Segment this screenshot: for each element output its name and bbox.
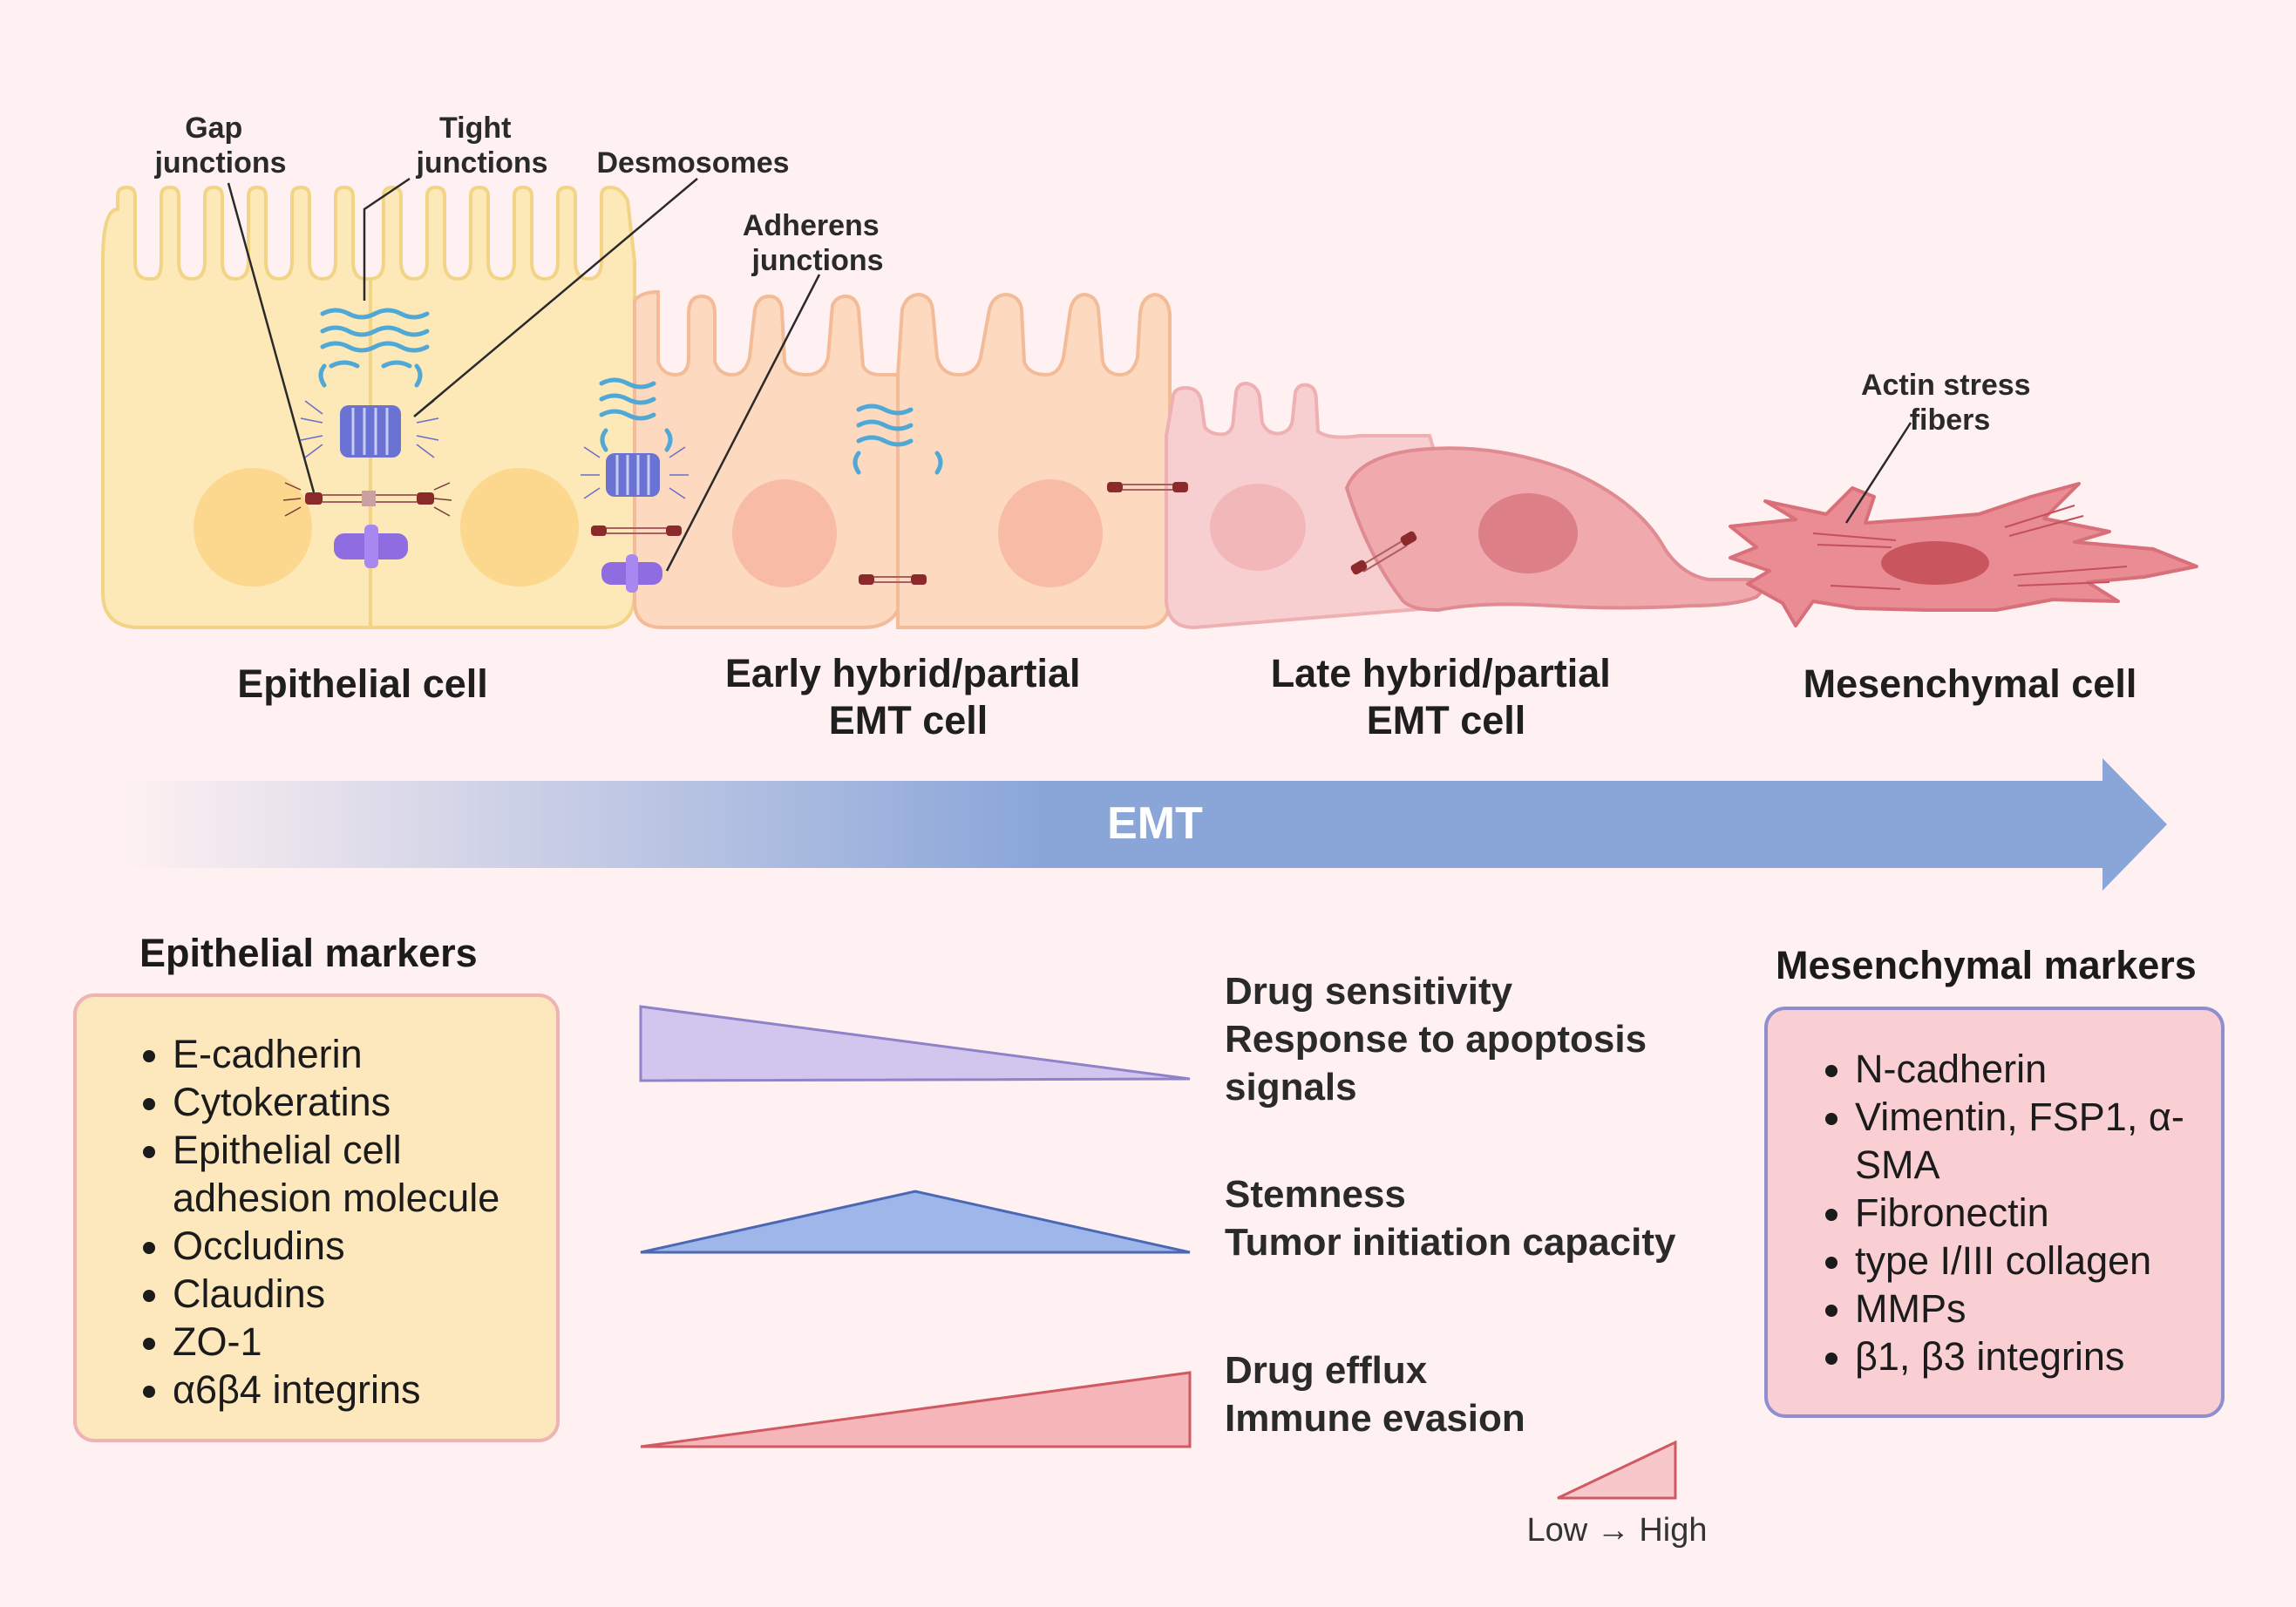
adherens-leader — [665, 274, 821, 572]
leader-lines — [227, 177, 1912, 572]
trend-decreasing-shape — [639, 1005, 1191, 1082]
emt-arrow-label: EMT — [1107, 798, 1203, 849]
desmosome-leader — [413, 178, 698, 417]
trend-increasing-shape — [640, 1371, 1192, 1448]
trend-increasing-label: Drug efflux Immune evasion — [1225, 1346, 1525, 1442]
gap-junction-icon — [859, 574, 927, 585]
early-hybrid-cell-right — [896, 292, 1172, 629]
trend-text-line: Tumor initiation capacity — [1225, 1221, 1676, 1264]
marker-item: Fibronectin — [1855, 1189, 2204, 1237]
trend-text-line: Drug efflux — [1225, 1349, 1428, 1392]
actin-leader — [1844, 422, 1912, 524]
legend-triangle-icon — [1557, 1440, 1677, 1500]
adherens-junction-icon — [601, 554, 662, 593]
epithelial-markers-heading: Epithelial markers — [139, 931, 478, 975]
desmosome-icon — [300, 400, 439, 458]
marker-item: MMPs — [1855, 1285, 2204, 1332]
marker-item: ZO-1 — [173, 1318, 539, 1366]
tight-junction-icon — [853, 403, 943, 475]
marker-item: Occludins — [173, 1222, 539, 1270]
actin-stress-fibers-label: Actin stress fibers — [1861, 369, 2039, 437]
marker-item: β1, β3 integrins — [1855, 1332, 2204, 1380]
desmosome-icon — [581, 446, 689, 499]
tight-junctions-label: Tight junctions — [415, 112, 547, 180]
nucleus — [460, 468, 579, 587]
tight-junction-leader — [363, 177, 411, 301]
trend-peak-shape — [640, 1190, 1191, 1254]
epithelial-cells — [101, 185, 636, 629]
marker-item: Claudins — [173, 1270, 539, 1318]
gap-junction-icon — [1350, 531, 1417, 575]
nucleus — [194, 468, 312, 587]
trend-text-line: Stemness — [1225, 1173, 1406, 1216]
epithelial-markers-box: E-cadherinCytokeratinsEpithelial cell ad… — [73, 993, 560, 1442]
nucleus — [732, 479, 837, 587]
trend-text-line: signals — [1225, 1066, 1357, 1109]
mesenchymal-cell — [1729, 482, 2198, 627]
stage-epithelial-label: Epithelial cell — [237, 661, 488, 706]
marker-item: type I/III collagen — [1855, 1237, 2204, 1285]
gap-junction-icon — [1107, 482, 1188, 492]
gap-junction-leader — [227, 182, 316, 493]
marker-item: Cytokeratins — [173, 1078, 539, 1126]
trend-peak-label: Stemness Tumor initiation capacity — [1225, 1170, 1675, 1266]
nucleus — [1478, 493, 1578, 573]
adherens-junction-icon — [334, 525, 408, 568]
emt-arrow — [118, 758, 2167, 891]
mesenchymal-markers-list: N-cadherinVimentin, FSP1, α-SMAFibronect… — [1785, 1045, 2204, 1380]
stage-early-hybrid-label: Early hybrid/partial EMT cell — [725, 651, 1091, 742]
trend-text-line: Immune evasion — [1225, 1397, 1525, 1440]
nucleus — [998, 479, 1103, 587]
mesenchymal-markers-box: N-cadherinVimentin, FSP1, α-SMAFibronect… — [1764, 1007, 2225, 1418]
marker-item: Epithelial cell adhesion molecule — [173, 1126, 539, 1222]
late-hybrid-cells — [1165, 381, 1764, 630]
tight-junction-icon — [318, 308, 430, 388]
gap-junction-icon — [591, 525, 682, 536]
gap-junction-icon — [282, 482, 452, 517]
nucleus — [1881, 541, 1989, 585]
nucleus — [1210, 484, 1306, 571]
early-hybrid-cells — [633, 289, 1172, 629]
marker-item: N-cadherin — [1855, 1045, 2204, 1093]
adherens-junctions-label: Adherens junctions — [743, 209, 887, 277]
trend-text-line: Drug sensitivity — [1225, 970, 1513, 1013]
trend-decreasing-label: Drug sensitivity Response to apoptosis s… — [1225, 967, 1647, 1111]
stage-late-hybrid-label: Late hybrid/partial EMT cell — [1271, 651, 1622, 742]
legend-label: Low → High — [1527, 1512, 1708, 1549]
epithelial-markers-list: E-cadherinCytokeratinsEpithelial cell ad… — [103, 1030, 539, 1414]
gap-junctions-label: Gap junctions — [153, 112, 286, 180]
marker-item: Vimentin, FSP1, α-SMA — [1855, 1093, 2204, 1189]
stage-mesenchymal-label: Mesenchymal cell — [1804, 661, 2137, 706]
tight-junction-icon — [599, 377, 673, 452]
marker-item: α6β4 integrins — [173, 1366, 539, 1414]
desmosomes-label: Desmosomes — [596, 146, 789, 180]
marker-item: E-cadherin — [173, 1030, 539, 1078]
trend-text-line: Response to apoptosis — [1225, 1018, 1647, 1061]
mesenchymal-markers-heading: Mesenchymal markers — [1776, 943, 2197, 987]
actin-fibers — [1812, 505, 2128, 590]
